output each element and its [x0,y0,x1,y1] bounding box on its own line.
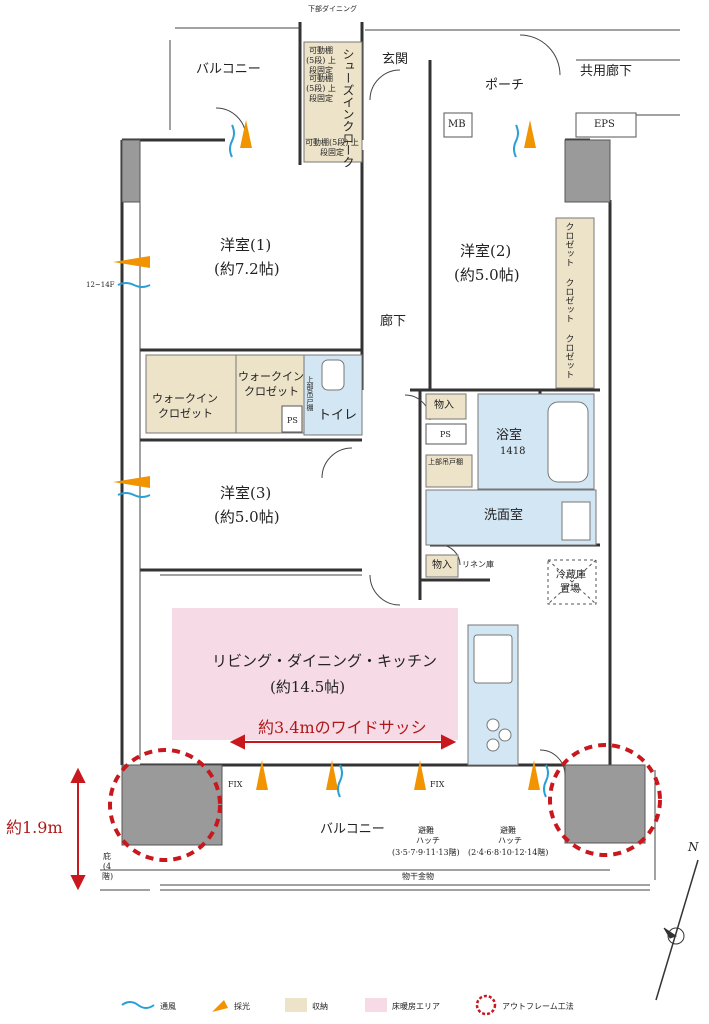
legend-storage: 収納 [312,1001,328,1011]
outframe-circle-right [548,743,662,857]
closet-label-2: クロゼット [563,278,574,323]
upper-cabinet-label: 上部吊戸棚 [428,458,463,466]
linen-label: リネン庫 [462,560,494,569]
floor-heating-area [172,608,458,740]
bedroom-3-size: (約5.0帖) [214,508,280,526]
fridge-line-1: 冷蔵庫 [556,570,586,581]
fixtures [321,359,591,752]
entrance-label: 玄関 [382,52,409,67]
bedroom-1-name: 洋室(1) [220,236,272,254]
walkin-2-line-2: クロゼット [244,385,299,398]
light-arrows [113,120,540,790]
bath-size: 1418 [500,446,526,457]
balcony-top-label: バルコニー [196,62,261,77]
wide-sash-label: 約3.4mのワイドサッシ [258,718,427,737]
walkin-2-line-1: ウォークイン [238,370,304,383]
outframe-circle-left [108,748,222,862]
depth-arrow [70,767,86,891]
bedroom-3-name: 洋室(3) [220,484,272,502]
shelf-top-note: 可動棚(5段) 上段固定 [306,46,336,75]
toilet-upper-cabinet: 上部吊戸棚 [306,376,315,411]
common-corridor-label: 共用廊下 [580,64,633,79]
toilet-label: トイレ [318,408,358,423]
fix-left-label: FIX [228,780,243,789]
bedroom-1-size: (約7.2帖) [214,260,280,278]
eaves-label: 庇(4階) [102,852,114,881]
eps-label: EPS [594,119,615,130]
hatch-left-floors: (3·5·7·9·11·13階) [392,848,460,857]
mb-box [443,112,473,138]
hatch-left-line-2: ハッチ [416,836,440,845]
storage-2-label: 物入 [432,560,452,571]
north-label: N [688,840,699,854]
closet-label-1: クロゼット [563,222,574,267]
shelf-mid-note: 可動棚(5段) 上段固定 [306,74,336,103]
wind-waves [117,124,549,798]
legend-swatches [121,994,497,1016]
storage-1-label: 物入 [434,400,454,411]
hallway-label: 廊下 [380,314,407,329]
bedroom-2-name: 洋室(2) [460,242,512,260]
closet-label-3: クロゼット [563,334,574,379]
bath-name: 浴室 [496,428,523,443]
legend-floor-heating: 床暖房エリア [392,1001,440,1011]
balcony-bottom-label: バルコニー [320,822,385,837]
ps-box-2 [425,423,467,445]
ldk-size: (約14.5帖) [270,678,346,696]
hatch-right-line-2: ハッチ [498,836,522,845]
fridge-area [547,559,597,605]
shelf-bottom-note: 可動棚(5段) 上段固定 [305,138,359,157]
shoe-closet-label: シューズインクローク [341,48,355,168]
dryer-label: 物干金物 [402,872,434,881]
ps-label: PS [287,416,298,425]
floors-12-14f-note: 12~14F [86,281,115,289]
depth-label: 約1.9m [6,818,63,837]
compass [655,859,699,1001]
mb-label: MB [448,119,466,130]
ldk-name: リビング・ダイニング・キッチン [212,652,438,670]
columns [121,139,646,846]
washroom-label: 洗面室 [484,508,524,523]
walkin-1-line-2: クロゼット [158,407,213,420]
hatch-right-line-1: 避難 [500,826,516,835]
walkin-1-line-1: ウォークイン [152,392,218,405]
fix-right-label: FIX [430,780,445,789]
ps-box [281,405,303,433]
eps-box [575,112,637,138]
legend-outframe: アウトフレーム工法 [502,1001,574,1011]
hatch-left-line-1: 避難 [418,826,434,835]
legend-wind: 通風 [160,1001,176,1011]
fridge-line-2: 置場 [560,584,580,595]
hatch-right-floors: (2·4·6·8·10·12·14階) [468,848,549,857]
ps-2-label: PS [440,430,451,439]
lower-dining-note: 下部ダイニング [308,5,357,13]
wide-sash-arrow [229,734,457,750]
bedroom-2-size: (約5.0帖) [454,266,520,284]
walls [120,22,612,767]
legend-light: 採光 [234,1001,250,1011]
porch-label: ポーチ [485,78,525,93]
